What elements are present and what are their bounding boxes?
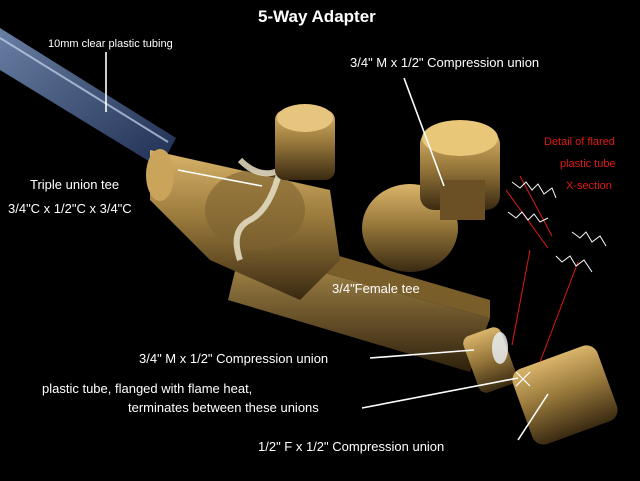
triple-union-tee-label: Triple union tee [30,177,120,192]
plastic-tube-label: plastic tube, flanged with flame heat, [42,381,253,396]
leader-lines [105,52,549,441]
detail-label-1: Detail of flared [544,136,615,148]
top-compression-union-label: 3/4" M x 1/2" Compression union [350,55,540,70]
top-compression-union [420,120,500,220]
bottom-unions [463,327,618,445]
clear-plastic-tubing [0,28,176,168]
detail-label-2: plastic tube [560,158,616,170]
bottom-compression-union-label: 1/2" F x 1/2" Compression union [258,439,445,454]
middle-compression-union-label: 3/4" M x 1/2" Compression union [139,351,329,366]
page-title: 5-Way Adapter [258,7,376,26]
female-tee-label: 3/4"Female tee [332,281,420,296]
triple-union-tee [146,104,340,300]
plastic-tube-label-2: terminates between these unions [128,400,319,415]
triple-union-tee-size-label: 3/4"C x 1/2"C x 3/4"C [8,201,132,216]
tubing-label: 10mm clear plastic tubing [48,38,173,50]
flared-tube-detail-sketch [505,175,607,363]
detail-label-3: X-section [566,180,612,192]
